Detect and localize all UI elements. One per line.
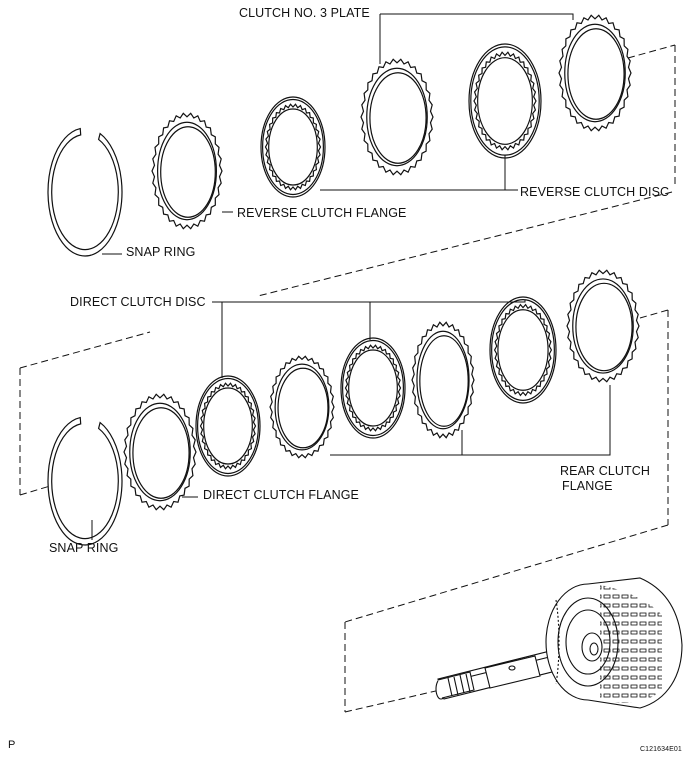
reverse-clutch-disc-2	[469, 44, 541, 158]
dash-left-upper	[19, 331, 151, 369]
figure-code: C121634E01	[640, 746, 682, 753]
label-direct-clutch-disc: DIRECT CLUTCH DISC	[70, 295, 206, 309]
label-reverse-clutch-disc: REVERSE CLUTCH DISC	[520, 185, 670, 199]
direct-clutch-disc-1	[196, 376, 260, 476]
leader-direct-clutch-disc	[212, 300, 526, 303]
leader-rear-clutch-flange	[330, 385, 611, 456]
reverse-clutch-flange	[152, 113, 222, 228]
dash-right-upper	[639, 309, 669, 319]
dash-upper-to-lower	[257, 191, 673, 297]
page-marker: P	[8, 739, 16, 751]
label-snap-ring-bottom: SNAP RING	[49, 541, 119, 555]
dash-left-lower	[19, 485, 51, 496]
label-direct-clutch-flange: DIRECT CLUTCH FLANGE	[203, 488, 359, 502]
label-rear-clutch-flange-line2: FLANGE	[562, 479, 613, 493]
direct-clutch-disc-2	[341, 338, 405, 438]
input-shaft-drum-assembly	[435, 577, 683, 709]
dash-shaft-bottom	[344, 689, 441, 713]
label-rear-clutch-flange-line1: REAR CLUTCH	[560, 464, 650, 478]
direct-clutch-flange	[124, 394, 196, 509]
dash-right-to-shaft	[344, 524, 669, 623]
clutch-no3-plate-2	[559, 15, 631, 130]
direct-clutch-disc-3	[490, 297, 556, 403]
reverse-clutch-disc-1	[261, 97, 325, 197]
rear-clutch-flange	[567, 270, 639, 381]
snap-ring-bottom	[48, 418, 122, 545]
leader-clutch-no3-plate	[380, 13, 574, 20]
clutch-plate-2	[412, 322, 474, 437]
label-snap-ring-top: SNAP RING	[126, 245, 196, 259]
clutch-plate-1	[270, 356, 334, 457]
dash-top-right-upper	[627, 44, 676, 59]
label-clutch-no3-plate: CLUTCH NO. 3 PLATE	[239, 6, 370, 20]
label-reverse-clutch-flange: REVERSE CLUTCH FLANGE	[237, 206, 407, 220]
clutch-no3-plate-1	[361, 59, 433, 174]
snap-ring-top	[48, 129, 122, 256]
